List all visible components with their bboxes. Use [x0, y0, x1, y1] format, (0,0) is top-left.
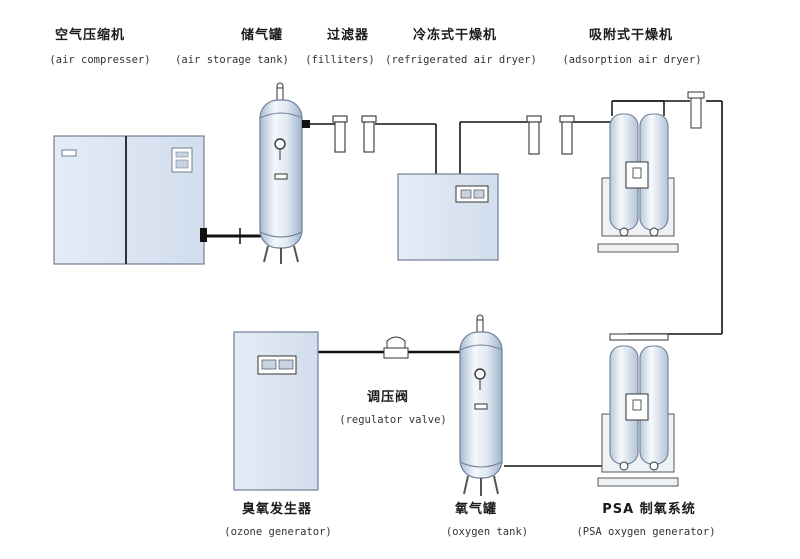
filters-label-cn: 过滤器 [326, 28, 369, 43]
regulator-valve-label-cn: 调压阀 [366, 390, 409, 405]
regulator-valve-label-en: (regulator valve) [339, 414, 447, 426]
filter-pair-2 [526, 115, 575, 155]
psa-generator-label-en: (PSA oxygen generator) [576, 526, 716, 538]
oxygen-tank [459, 314, 503, 496]
ozone-generator-label-cn: 臭氧发生器 [241, 502, 312, 517]
air-compressor-label-cn: 空气压缩机 [54, 28, 125, 43]
refrigerated-dryer-label-cn: 冷冻式干燥机 [412, 28, 497, 43]
air-storage-tank-label-en: (air storage tank) [175, 54, 289, 66]
adsorption-dryer-label-cn: 吸附式干燥机 [588, 28, 673, 43]
pipes [204, 100, 723, 467]
adsorption-dryer-label-en: (adsorption air dryer) [562, 54, 702, 66]
ozone-generator-label-en: (ozone generator) [224, 526, 332, 538]
psa-generator-label-cn: PSA 制氧系统 [602, 502, 696, 517]
oxygen-tank-label-en: (oxygen tank) [445, 526, 529, 538]
air-storage-tank [259, 82, 310, 264]
regulator-valve [383, 336, 409, 359]
filters-label-en: (filliters) [305, 54, 375, 66]
oxygen-tank-label-cn: 氧气罐 [454, 502, 497, 517]
filter-pair-1 [332, 115, 377, 153]
psa-oxygen-generator [597, 333, 679, 487]
refrigerated-dryer-label-en: (refrigerated air dryer) [385, 54, 537, 66]
refrigerated-dryer [397, 173, 499, 261]
air-compressor [53, 135, 241, 265]
air-compressor-label-en: (air compresser) [49, 54, 151, 66]
adsorption-dryer [597, 91, 705, 253]
air-storage-tank-label-cn: 储气罐 [240, 28, 283, 43]
ozone-generator [233, 331, 319, 491]
